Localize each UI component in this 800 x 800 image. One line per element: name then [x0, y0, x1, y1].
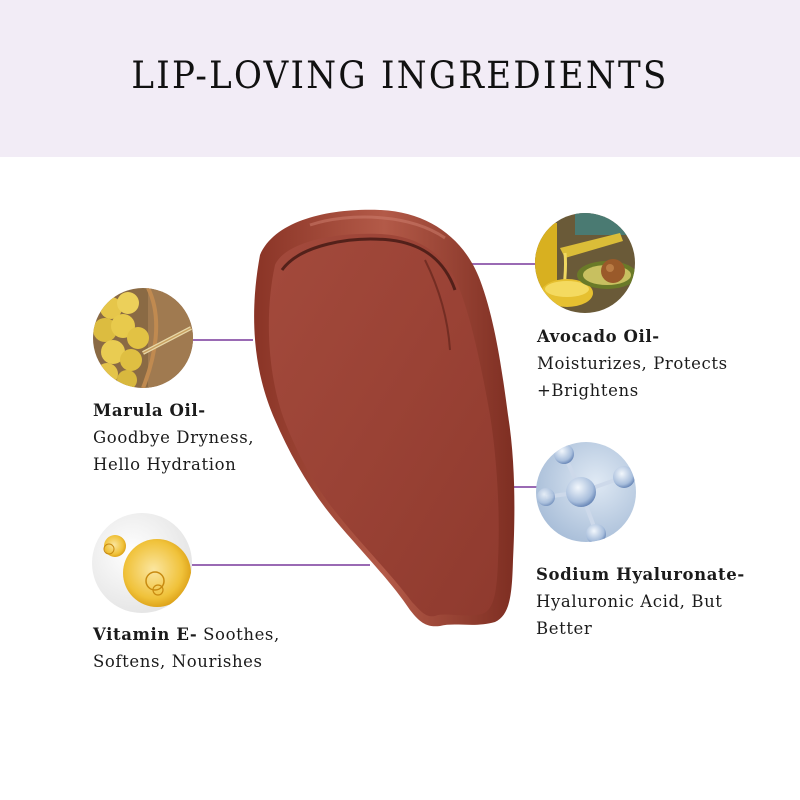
avocado-oil-text: Avocado Oil- Moisturizes, Protects +Brig…	[537, 323, 728, 404]
marula-oil-image	[93, 288, 193, 388]
ingredient-desc-line: Softens, Nourishes	[93, 652, 263, 671]
vitamin-e-text: Vitamin E- Soothes, Softens, Nourishes	[93, 621, 280, 675]
ingredient-desc-line: +Brightens	[537, 381, 639, 400]
connector-marula	[193, 339, 253, 341]
ingredient-desc-line: Hello Hydration	[93, 455, 237, 474]
marula-oil-text: Marula Oil- Goodbye Dryness, Hello Hydra…	[93, 397, 254, 478]
header-band: LIP-LOVING INGREDIENTS	[0, 0, 800, 157]
ingredient-desc-line: Moisturizes, Protects	[537, 354, 728, 373]
ingredient-desc-line: Hyaluronic Acid, But	[536, 592, 723, 611]
avocado-oil-image	[535, 213, 635, 313]
marula-fruit-with-dropper-icon	[93, 288, 193, 388]
lipstick-swatch	[240, 200, 530, 630]
ingredient-desc-line: Better	[536, 619, 593, 638]
vitamin-e-image	[92, 513, 192, 613]
sodium-hyaluronate-text: Sodium Hyaluronate- Hyaluronic Acid, But…	[536, 561, 745, 642]
ingredient-desc-inline: Soothes,	[197, 625, 280, 644]
ingredient-name: Sodium Hyaluronate-	[536, 565, 745, 584]
connector-avocado	[445, 263, 537, 265]
ingredient-desc-line: Goodbye Dryness,	[93, 428, 255, 447]
avocado-oil-pour-icon	[535, 213, 635, 313]
page-title: LIP-LOVING INGREDIENTS	[131, 53, 669, 97]
ingredient-name: Vitamin E-	[93, 625, 198, 644]
ingredient-name: Avocado Oil-	[537, 327, 660, 346]
sodium-hyaluronate-image	[536, 442, 636, 542]
swatch-shape-icon	[254, 209, 515, 627]
connector-vitamin-e	[192, 564, 370, 566]
oil-bubbles-icon	[92, 513, 192, 613]
connector-hyaluronate	[510, 486, 538, 488]
molecule-icon	[536, 442, 636, 542]
ingredient-name: Marula Oil-	[93, 401, 206, 420]
